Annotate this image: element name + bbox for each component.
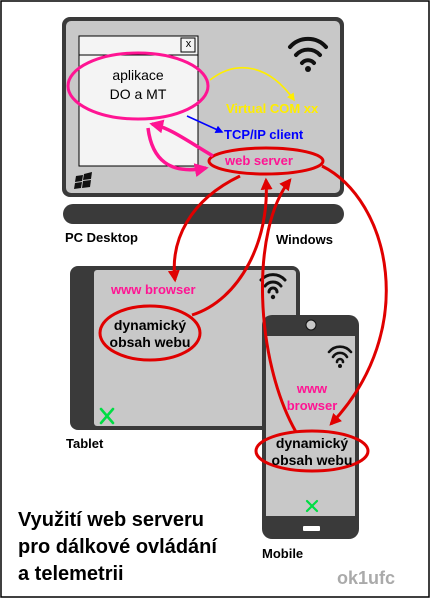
mobile-browser-line1: www [296,381,328,396]
android-icon [305,499,319,513]
mobile-device [262,315,359,539]
tcp-ip-arrow [186,115,224,133]
close-icon-glyph[interactable]: x [185,38,192,50]
home-button[interactable] [303,526,320,531]
web-server-label: web server [225,153,293,168]
mobile-browser-line2: browser [286,398,338,413]
tablet-to-server-arrow [191,177,273,317]
tablet-label: Tablet [66,436,104,451]
mobile-content-line2: obsah webu [271,452,353,468]
app-ellipse [66,51,210,121]
wifi-icon [288,36,328,72]
author-watermark: ok1ufc [337,568,396,588]
caption-line1: Využití web serveru [18,509,204,531]
close-icon[interactable] [180,37,196,53]
tablet-content-line1: dynamický [113,317,187,333]
mobile-to-server-arrow [260,178,298,433]
pc-desktop-label: PC Desktop [65,230,138,245]
virtual-com-label: Virtual COM xx [226,101,319,116]
app-label-line2: DO a MT [109,86,167,102]
mobile-label: Mobile [262,546,304,561]
server-to-tablet-arrow [167,174,241,283]
virtual-com-arrow [209,66,295,102]
pc-keyboard-bar [63,204,344,224]
app-server-arrow-down [146,127,209,178]
tablet-device [70,266,300,430]
tablet-content-ellipse [98,304,202,362]
web-server-ellipse [207,146,325,176]
caption-line3: a telemetrii [18,563,124,585]
wifi-icon [327,345,353,368]
android-icon [99,407,115,425]
app-label-line1: aplikace [112,67,164,83]
caption-line2: pro dálkové ovládání [18,536,217,558]
mobile-content-ellipse [254,429,370,473]
windows-logo-icon [74,172,92,189]
server-to-mobile-arrow [321,164,388,426]
camera-icon [305,319,317,331]
app-server-arrow-up [149,119,214,158]
tcp-ip-label: TCP/IP client [224,127,304,142]
tablet-content-line2: obsah webu [109,334,191,350]
windows-label: Windows [276,232,333,247]
tablet-browser-label: www browser [111,282,196,297]
mobile-content-line1: dynamický [275,435,349,451]
